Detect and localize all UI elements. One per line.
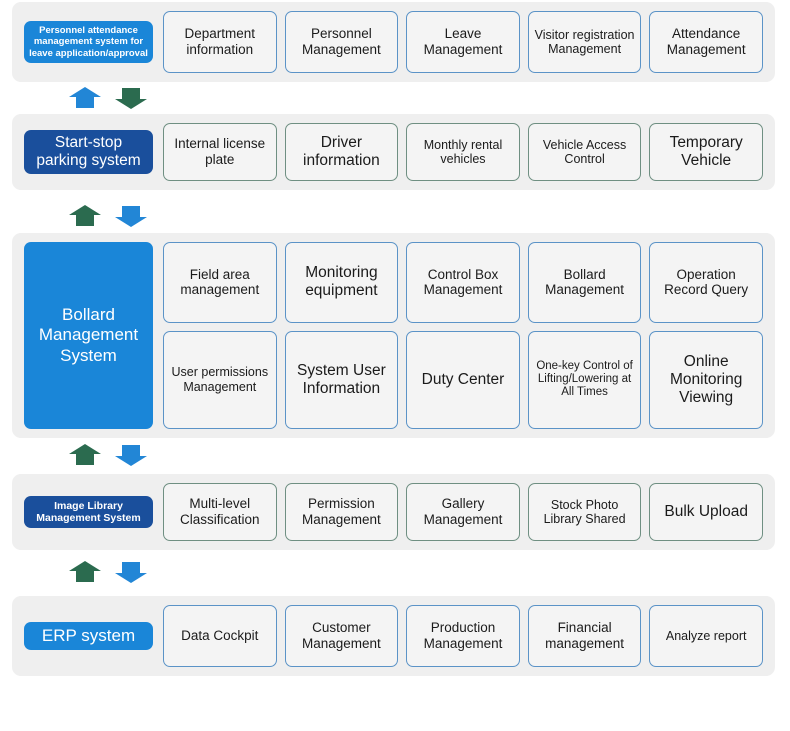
module-system-user-information[interactable]: System User Information [284, 330, 399, 429]
module-production-management[interactable]: Production Management [406, 605, 520, 667]
module-grid-erp: Data Cockpit Customer Management Product… [163, 605, 763, 667]
arrow-down-blue-icon [115, 445, 147, 466]
module-permission-management[interactable]: Permission Management [284, 483, 399, 541]
system-tile-erp[interactable]: ERP system [24, 621, 153, 651]
arrow-up-green-icon [69, 205, 101, 226]
system-group-parking: Start-stop parking system Internal licen… [12, 114, 775, 190]
module-personnel-management[interactable]: Personnel Management [284, 11, 399, 73]
module-grid-image-library: Multi-level Classification Permission Ma… [163, 483, 763, 541]
module-multi-level-classification[interactable]: Multi-level Classification [163, 483, 277, 541]
system-tile-bollard[interactable]: Bollard Management System [24, 242, 153, 429]
module-driver-information[interactable]: Driver information [284, 123, 399, 181]
module-gallery-management[interactable]: Gallery Management [406, 483, 520, 541]
module-data-cockpit[interactable]: Data Cockpit [163, 605, 277, 667]
arrow-down-blue-icon [115, 562, 147, 583]
module-user-permissions-management[interactable]: User permissions Management [163, 330, 277, 429]
connector-parking-bollard [68, 203, 168, 229]
arrow-up-green-icon [69, 444, 101, 465]
system-group-erp: ERP system Data Cockpit Customer Managem… [12, 596, 775, 676]
module-row: Internal license plate Driver informatio… [163, 123, 763, 181]
module-row: Multi-level Classification Permission Ma… [163, 483, 763, 541]
module-internal-license-plate[interactable]: Internal license plate [163, 123, 277, 181]
module-grid-parking: Internal license plate Driver informatio… [163, 123, 763, 181]
arrow-up-blue-icon [69, 87, 101, 108]
module-grid-bollard: Field area management Monitoring equipme… [163, 242, 763, 429]
connector-bollard-image [68, 442, 168, 468]
module-analyze-report[interactable]: Analyze report [649, 605, 763, 667]
module-row: Field area management Monitoring equipme… [163, 242, 763, 323]
system-tile-parking[interactable]: Start-stop parking system [24, 129, 153, 175]
module-duty-center[interactable]: Duty Center [406, 330, 520, 429]
module-row: Data Cockpit Customer Management Product… [163, 605, 763, 667]
module-grid-hr: Department information Personnel Managem… [163, 11, 763, 73]
module-temporary-vehicle[interactable]: Temporary Vehicle [649, 123, 763, 181]
module-online-monitoring-viewing[interactable]: Online Monitoring Viewing [649, 330, 763, 429]
module-operation-record-query[interactable]: Operation Record Query [649, 242, 763, 323]
system-tile-image-library[interactable]: Image Library Management System [24, 495, 153, 529]
arrow-down-green-icon [115, 88, 147, 109]
system-group-bollard: Bollard Management System Field area man… [12, 233, 775, 438]
system-tile-hr[interactable]: Personnel attendance management system f… [24, 21, 153, 63]
module-field-area-management[interactable]: Field area management [163, 242, 277, 323]
module-leave-management[interactable]: Leave Management [406, 11, 520, 73]
module-monthly-rental-vehicles[interactable]: Monthly rental vehicles [406, 123, 520, 181]
module-monitoring-equipment[interactable]: Monitoring equipment [284, 242, 399, 323]
module-vehicle-access-control[interactable]: Vehicle Access Control [527, 123, 642, 181]
system-group-image-library: Image Library Management System Multi-le… [12, 474, 775, 550]
module-row: Department information Personnel Managem… [163, 11, 763, 73]
module-customer-management[interactable]: Customer Management [284, 605, 399, 667]
connector-image-erp [68, 559, 168, 585]
module-one-key-control-lifting-lowering[interactable]: One-key Control of Lifting/Lowering at A… [527, 330, 642, 429]
arrow-down-blue-icon [115, 206, 147, 227]
module-stock-photo-library-shared[interactable]: Stock Photo Library Shared [527, 483, 642, 541]
module-control-box-management[interactable]: Control Box Management [406, 242, 520, 323]
connector-hr-parking [68, 85, 168, 111]
system-group-hr: Personnel attendance management system f… [12, 2, 775, 82]
module-row: User permissions Management System User … [163, 330, 763, 429]
module-visitor-registration-management[interactable]: Visitor registration Management [527, 11, 642, 73]
module-bollard-management[interactable]: Bollard Management [527, 242, 642, 323]
module-bulk-upload[interactable]: Bulk Upload [649, 483, 763, 541]
module-attendance-management[interactable]: Attendance Management [649, 11, 763, 73]
arrow-up-green-icon [69, 561, 101, 582]
module-department-information[interactable]: Department information [163, 11, 277, 73]
module-financial-management[interactable]: Financial management [527, 605, 642, 667]
